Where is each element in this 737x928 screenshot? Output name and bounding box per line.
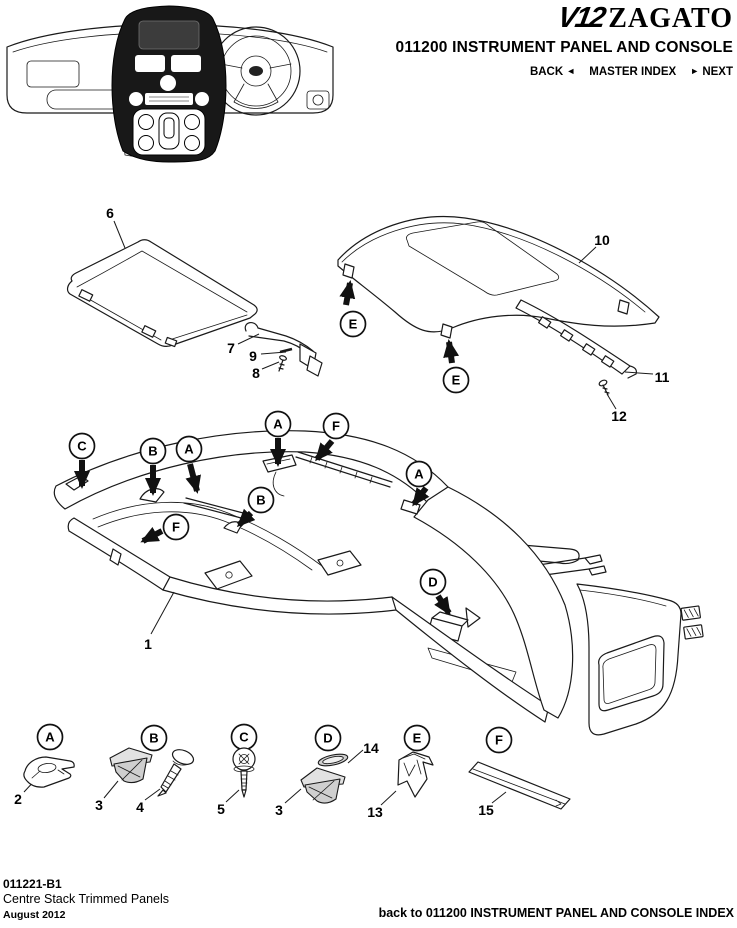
part-label-11: 11 — [655, 369, 670, 385]
balloon-A: A — [405, 460, 433, 488]
legend-label-5: 5 — [217, 801, 225, 817]
next-arrow-icon: ► — [690, 66, 700, 76]
part-6-lid-panel — [66, 239, 258, 348]
part-5-screw — [232, 747, 256, 798]
part-label-8: 8 — [252, 365, 260, 381]
part-4-screw — [157, 749, 195, 797]
svg-text:E: E — [413, 731, 422, 746]
svg-text:F: F — [332, 419, 340, 434]
part-label-1: 1 — [144, 636, 152, 652]
balloon-E: E — [442, 366, 470, 394]
part-label-6: 6 — [106, 205, 114, 221]
fixing-arrows — [74, 280, 460, 616]
svg-text:E: E — [349, 317, 358, 332]
part-11-clip-strip — [515, 299, 637, 379]
svg-text:A: A — [414, 467, 424, 482]
back-to-index-link[interactable]: back to 011200 INSTRUMENT PANEL AND CONS… — [378, 906, 734, 920]
balloon-A: A — [175, 435, 203, 463]
nav-back-label: BACK — [529, 66, 564, 78]
nav-bar: BACK ◄ MASTER INDEX ► NEXT — [530, 66, 733, 78]
balloon-C: C — [68, 432, 96, 460]
part-13-spring-clip — [397, 751, 434, 798]
back-arrow-icon: ◄ — [566, 66, 576, 76]
balloon-B: B — [139, 437, 167, 465]
part-label-7: 7 — [227, 340, 235, 356]
leader-lines — [23, 220, 654, 806]
nav-back-link[interactable]: BACK ◄ — [530, 66, 575, 78]
nav-next-link[interactable]: ► NEXT — [690, 66, 733, 78]
svg-text:C: C — [239, 730, 249, 745]
part-7-8-9-latch-group — [244, 322, 323, 377]
callout-balloons: C B A A F A B F D E E — [68, 310, 470, 596]
legend-label-13: 13 — [367, 804, 383, 820]
steering-wheel-illustration — [211, 26, 301, 116]
svg-text:E: E — [452, 373, 461, 388]
legend-balloon-A: A — [36, 723, 64, 751]
exploded-parts-diagram: 6 7 9 8 10 11 12 1 C B A A F A B F D E E — [14, 205, 704, 820]
svg-text:D: D — [323, 731, 332, 746]
document-number: 011221-B1 — [3, 877, 62, 891]
legend-balloon-D: D — [314, 724, 342, 752]
part-10-binnacle-panel — [337, 215, 660, 339]
part-3-grommet — [300, 767, 346, 804]
legend-label-3b: 3 — [275, 802, 283, 818]
legend-balloon-E: E — [403, 724, 431, 752]
balloon-E: E — [339, 310, 367, 338]
svg-text:B: B — [148, 444, 157, 459]
part-3-grommet — [109, 747, 153, 784]
part-label-12: 12 — [611, 408, 627, 424]
document-title: Centre Stack Trimmed Panels — [3, 892, 170, 906]
svg-text:C: C — [77, 439, 87, 454]
balloon-D: D — [419, 568, 447, 596]
legend-balloon-F: F — [485, 726, 513, 754]
page-title: 011200 INSTRUMENT PANEL AND CONSOLE — [395, 39, 733, 56]
balloon-F: F — [162, 513, 190, 541]
svg-text:B: B — [149, 731, 158, 746]
legend-label-15: 15 — [478, 802, 494, 818]
svg-text:F: F — [495, 733, 503, 748]
fastener-legend: A B C D E F — [14, 723, 571, 820]
svg-text:F: F — [172, 520, 180, 535]
part-2-clip — [23, 756, 75, 788]
part-label-9: 9 — [249, 348, 257, 364]
document-date: August 2012 — [3, 909, 66, 921]
nav-master-index-label: MASTER INDEX — [589, 66, 677, 78]
svg-text:A: A — [273, 417, 283, 432]
svg-text:B: B — [256, 493, 265, 508]
centre-stack-highlight — [111, 5, 227, 163]
balloon-F: F — [322, 412, 350, 440]
balloon-B: B — [247, 486, 275, 514]
dashboard-overview-illustration — [6, 5, 334, 163]
part-15-finisher-strip — [468, 761, 571, 810]
part-label-10: 10 — [594, 232, 610, 248]
svg-text:D: D — [428, 575, 437, 590]
zagato-logo-text: ZAGATO — [608, 3, 733, 34]
part-number-labels: 6 7 9 8 10 11 12 1 — [106, 205, 670, 652]
legend-balloon-C: C — [230, 723, 258, 751]
nav-master-index-link[interactable]: MASTER INDEX — [589, 66, 676, 78]
part-12-screw — [598, 379, 610, 396]
balloon-A: A — [264, 410, 292, 438]
v12-logo-mark: V12 — [554, 2, 607, 34]
svg-text:A: A — [184, 442, 194, 457]
svg-text:A: A — [45, 730, 55, 745]
legend-label-4: 4 — [136, 799, 144, 815]
legend-label-2: 2 — [14, 791, 22, 807]
legend-label-14: 14 — [363, 740, 379, 756]
console-connector-tabs — [680, 605, 704, 640]
brand-logo: V12 ZAGATO — [554, 2, 733, 35]
legend-label-3: 3 — [95, 797, 103, 813]
legend-balloon-B: B — [140, 724, 168, 752]
nav-next-label: NEXT — [702, 66, 733, 78]
part-14-seal-ring — [317, 753, 349, 767]
